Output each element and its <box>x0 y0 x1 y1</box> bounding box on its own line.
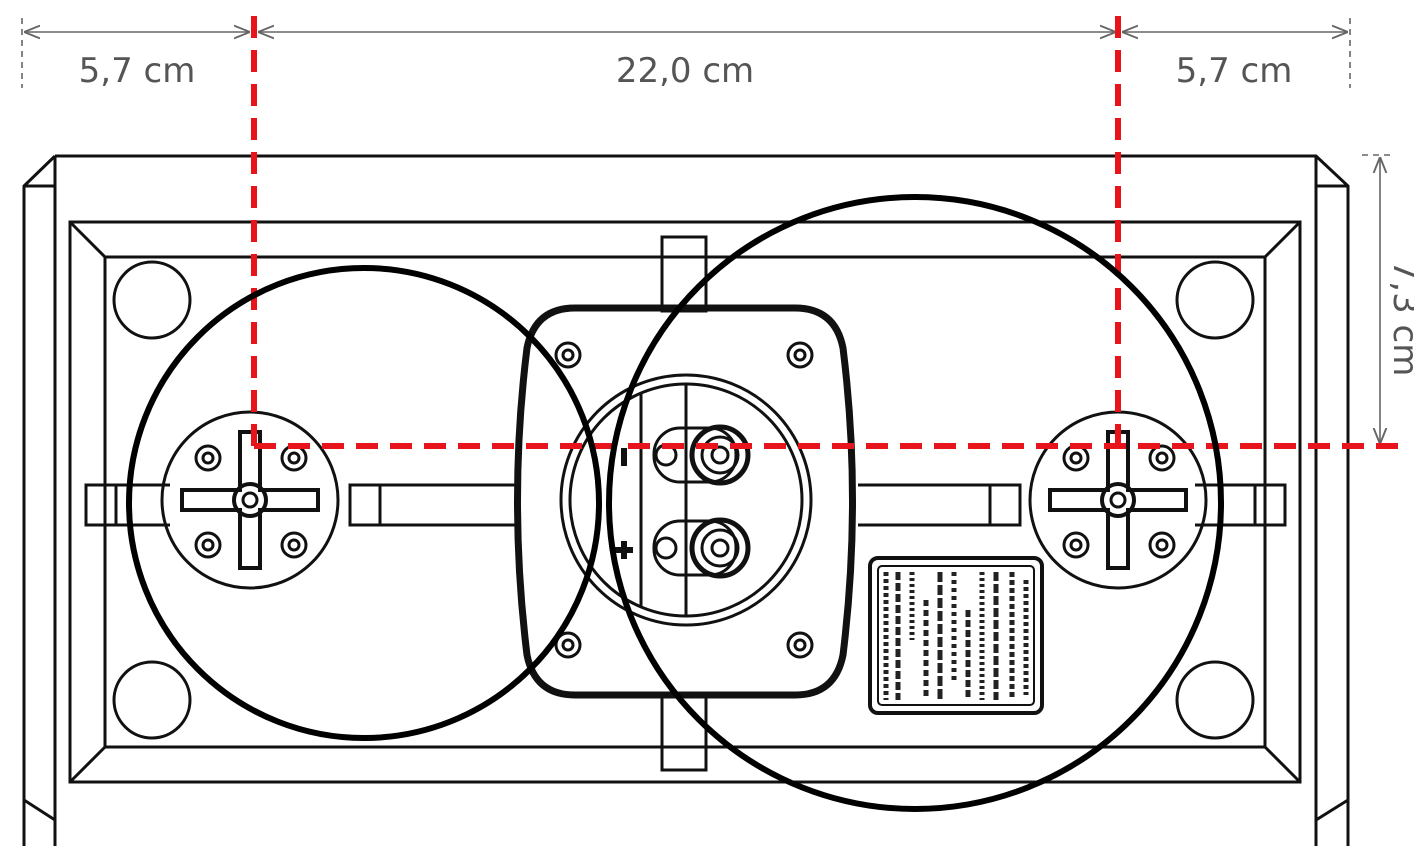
mount-plate-left <box>160 410 340 590</box>
dim-label-left-margin: 5,7 cm <box>79 51 196 91</box>
overlay-circles <box>126 194 1224 812</box>
dim-label-vertical-offset: 7,3 cm <box>1385 260 1414 377</box>
foot-top-left <box>112 260 192 340</box>
inner-recess <box>103 255 1267 749</box>
rail-left-tab <box>84 483 118 527</box>
foot-bottom-right <box>1175 660 1255 740</box>
dim-label-center-spacing: 22,0 cm <box>616 51 754 91</box>
inner-panel <box>68 220 1302 784</box>
rail-right-tab <box>1253 483 1287 527</box>
dimension-lines <box>21 18 1394 444</box>
rail-right-slot <box>988 483 1022 527</box>
binding-post-negative <box>652 424 751 486</box>
outer-frame <box>22 154 1350 846</box>
overlay-circle-left <box>126 265 602 741</box>
product-label <box>868 556 1044 715</box>
foot-top-right <box>1175 260 1255 340</box>
overlay-circle-right <box>606 194 1224 812</box>
terminal-plate <box>514 304 856 699</box>
rail-left-slot <box>348 483 382 527</box>
plus-sign <box>615 541 633 559</box>
foot-bottom-left <box>112 660 192 740</box>
dim-label-right-margin: 5,7 cm <box>1176 51 1293 91</box>
binding-post-positive <box>652 517 751 579</box>
